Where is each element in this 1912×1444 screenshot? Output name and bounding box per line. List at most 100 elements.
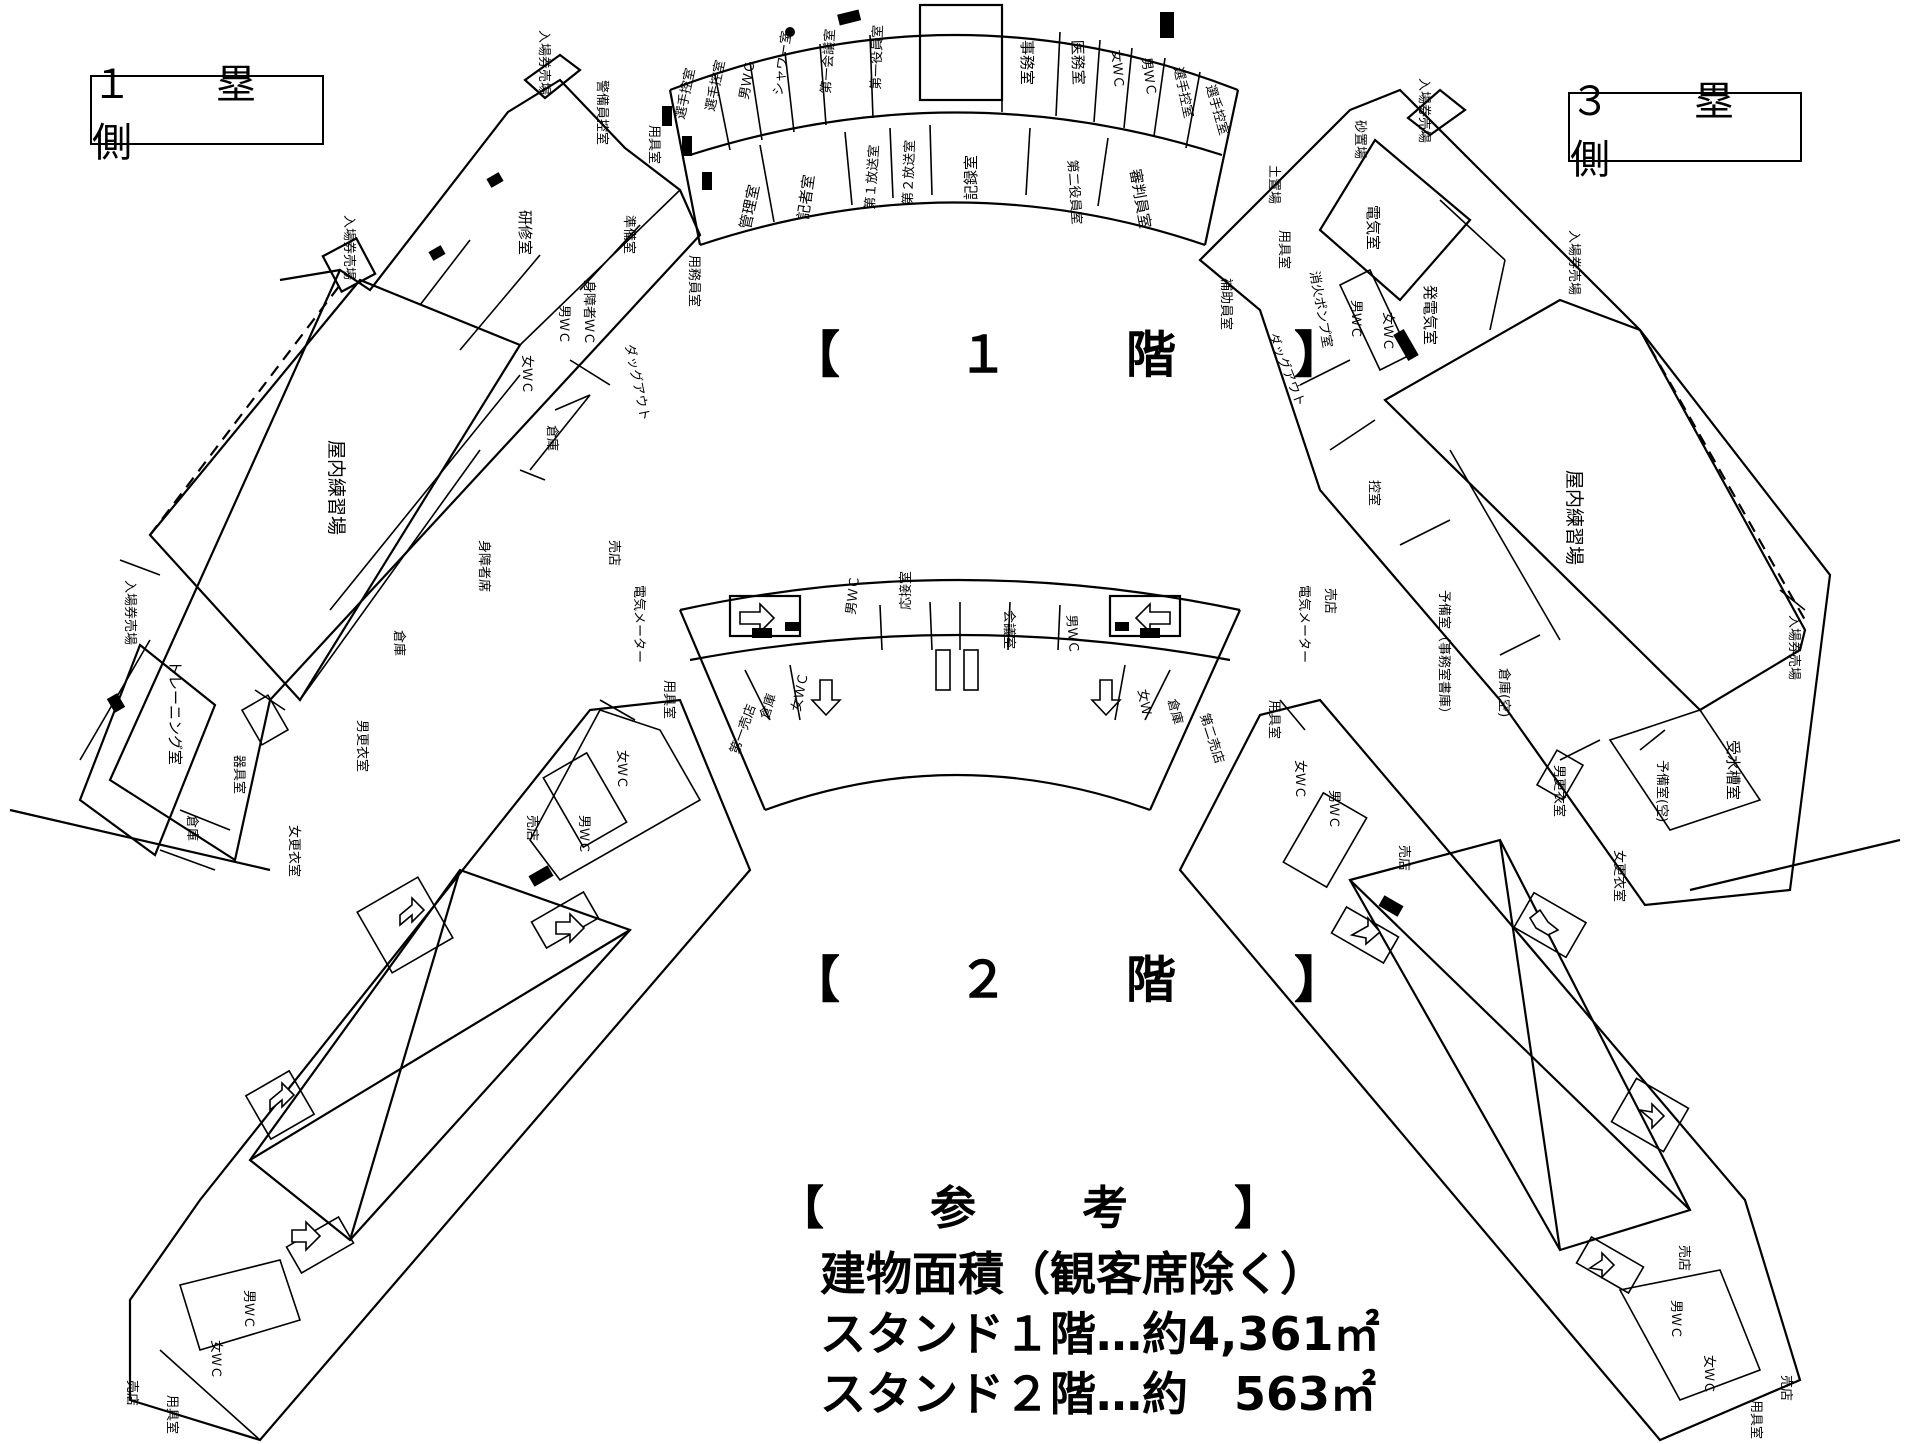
room-label: 売店 [1778, 1375, 1794, 1401]
room-label: 女ＷＣ [519, 355, 535, 394]
room-label: 用務員室 [686, 255, 702, 307]
room-label: 女ＷＣ [614, 750, 630, 789]
room-label: 電気メーター [631, 585, 647, 663]
room-label: 用具室 [646, 125, 662, 164]
room-label: 売店 [1676, 1245, 1692, 1271]
third-base-side-text: ３ 塁 側 [1570, 79, 1818, 183]
room-label: 研修室 [516, 210, 534, 255]
room-label: 入場券売場 [536, 30, 552, 95]
floor1-left-wing [9, 53, 702, 872]
room-label: 売店 [524, 815, 540, 841]
room-label: 男更衣室 [354, 720, 370, 772]
room-label: 女ＷＣ [788, 671, 812, 712]
room-label: トレーニング室 [166, 660, 184, 765]
room-label: ダッグアウト [1264, 331, 1307, 409]
room-label: 入場券売場 [122, 580, 138, 645]
room-label: 女ＷＣ [208, 1340, 224, 1379]
room-label: 予備室(空) [1654, 760, 1670, 822]
room-label: 女更衣室 [286, 825, 302, 877]
room-label: 売店 [124, 1380, 140, 1406]
room-label: 電気室 [1364, 205, 1382, 250]
room-label: 売店 [606, 540, 622, 566]
room-label: 倉庫 [758, 692, 780, 721]
room-label: 男ＷＣ [737, 60, 759, 101]
room-label: 倉庫 [544, 425, 559, 451]
room-label: 選手控室 [702, 59, 728, 113]
room-label: 控室 [1366, 480, 1382, 506]
room-label: ダッグアウト [621, 343, 652, 422]
reference-line: スタンド２階…約 563㎡ [820, 1367, 1377, 1421]
room-label: 倉庫 [184, 815, 199, 841]
room-label: 男更衣室 [1551, 765, 1567, 817]
room-label: 屋内練習場 [325, 440, 347, 535]
room-label: 倉庫(空) [1496, 668, 1511, 717]
room-label: 男ＷＣ [241, 1290, 256, 1329]
room-label: 女Ｗ [1134, 688, 1154, 716]
room-label: 女ＷＣ [1701, 1355, 1717, 1394]
room-label: 事務室 [1018, 40, 1036, 85]
room-label: 売店 [1322, 588, 1338, 614]
room-label: 記者室 [794, 173, 818, 220]
room-label: 身障者席 [476, 540, 492, 592]
room-label: 審判員室 [1126, 168, 1154, 230]
room-label: 会議室 [1001, 610, 1017, 649]
floor2-left-wing [128, 698, 752, 1442]
room-label: 砂置場 [1352, 120, 1367, 159]
room-label: 第二役員室 [1064, 159, 1084, 225]
room-label: 入場券売場 [1786, 615, 1802, 680]
room-label: 受水槽室 [1724, 740, 1742, 800]
room-label: 管理室 [736, 183, 763, 231]
floor2-right-wing [1178, 698, 1802, 1442]
room-label: 発電気室 [1421, 285, 1439, 345]
floor2-center-labels: 男ＷＣ 応接室 会議室 男ＷＣ 第一売店 倉庫 女ＷＣ 女Ｗ 倉庫 第二売店 [727, 571, 1228, 766]
room-label: 選手控室 [672, 67, 698, 121]
floor1-center-building [662, 3, 1240, 247]
room-label: 第二売店 [1196, 711, 1227, 765]
room-label: 男ＷＣ [556, 305, 571, 344]
room-label: 第２放送室 [900, 140, 918, 206]
third-base-side-label: ３ 塁 側 [1568, 79, 1802, 183]
floor1-title: 【 １ 階 】 [790, 326, 1378, 384]
room-label: 男ＷＣ [1348, 300, 1363, 339]
room-label: 入場券売場 [1416, 78, 1432, 143]
room-label: 補助員室 [1218, 278, 1234, 330]
room-label: 第一会議室 [818, 28, 838, 94]
room-label: 屋内練習場 [1563, 470, 1585, 565]
reference-note: 【 参 考 】 建物面積（観客席除く） スタンド１階…約4,361㎡ スタンド２… [778, 1172, 1538, 1424]
floor2-center-building [678, 578, 1242, 812]
room-label: 女ＷＣ [1380, 312, 1396, 351]
room-label: 用具室 [1266, 700, 1282, 739]
room-label: シャワー室 [770, 30, 795, 97]
floor1-right-wing [1198, 88, 1901, 907]
first-base-side-text: １ 塁 側 [92, 62, 340, 166]
room-label: 売店 [1396, 845, 1412, 871]
room-label: 土置場 [1266, 165, 1281, 204]
reference-line: 建物面積（観客席除く） [820, 1247, 1326, 1301]
room-label: 準備室 [621, 215, 637, 254]
room-label: 男ＷＣ [1326, 790, 1341, 829]
room-label: 倉庫 [391, 630, 406, 656]
room-label: 女ＷＣ [1108, 49, 1127, 89]
room-label: 予備室（事務室書庫） [1436, 590, 1452, 720]
room-label: 消火ポンプ室 [1306, 270, 1335, 349]
reference-title: 【 参 考 】 [778, 1181, 1310, 1235]
room-label: 男ＷＣ [844, 575, 863, 615]
reference-line: スタンド１階…約4,361㎡ [820, 1307, 1380, 1361]
room-label: 電気メーター [1296, 585, 1312, 663]
room-label: 第１放送室 [862, 144, 882, 210]
room-label: 入場券売場 [1566, 230, 1582, 295]
room-label: 応接室 [898, 571, 914, 610]
room-label: 身障者ＷＣ [581, 280, 597, 345]
floor2-title: 【 ２ 階 】 [790, 951, 1378, 1009]
room-label: 選手控室 [1202, 83, 1232, 137]
room-label: 用具室 [164, 1395, 180, 1434]
room-label: 警備員控室 [594, 80, 610, 145]
room-label: 男ＷＣ [1138, 56, 1158, 97]
room-label: 男ＷＣ [1063, 614, 1081, 654]
room-label: 女更衣室 [1611, 850, 1627, 902]
room-label: 男ＷＣ [1668, 1300, 1683, 1339]
room-label: 女ＷＣ [1292, 760, 1308, 799]
room-label: 用具室 [1276, 230, 1292, 269]
